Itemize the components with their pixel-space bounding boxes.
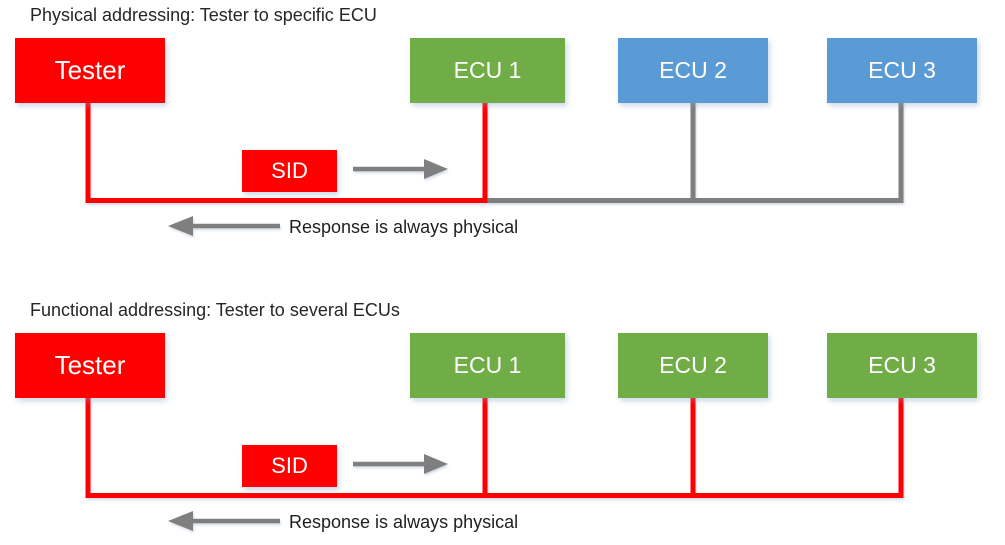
ecu2-box: ECU 2 (618, 333, 768, 398)
ecu1-label: ECU 1 (453, 57, 522, 83)
sid-box: SID (242, 445, 337, 487)
response-label: Response is always physical (289, 512, 519, 532)
ecu2-label: ECU 2 (659, 57, 727, 83)
ecu3-label: ECU 3 (868, 352, 936, 378)
ecu3-box: ECU 3 (827, 333, 977, 398)
tester-label: Tester (54, 55, 126, 85)
ecu3-box: ECU 3 (827, 38, 977, 103)
ecu2-label: ECU 2 (659, 352, 727, 378)
physical-addressing-diagram: Physical addressing: Tester to specific … (0, 0, 1005, 270)
diagram-title: Functional addressing: Tester to several… (30, 300, 400, 320)
sid-label: SID (271, 453, 308, 478)
diagram-title: Physical addressing: Tester to specific … (30, 5, 377, 25)
request-arrow-icon (353, 454, 448, 474)
ecu1-box: ECU 1 (410, 333, 565, 398)
ecu1-box: ECU 1 (410, 38, 565, 103)
response-label: Response is always physical (289, 217, 519, 237)
response-arrow-icon (168, 216, 280, 236)
ecu3-label: ECU 3 (868, 57, 936, 83)
tester-label: Tester (54, 350, 126, 380)
tester-box: Tester (15, 333, 165, 398)
sid-label: SID (271, 158, 308, 183)
sid-box: SID (242, 150, 337, 192)
ecu2-box: ECU 2 (618, 38, 768, 103)
ecu1-label: ECU 1 (453, 352, 522, 378)
response-arrow-icon (168, 511, 280, 531)
tester-box: Tester (15, 38, 165, 103)
request-arrow-icon (353, 159, 448, 179)
functional-addressing-diagram: Functional addressing: Tester to several… (0, 295, 1005, 545)
